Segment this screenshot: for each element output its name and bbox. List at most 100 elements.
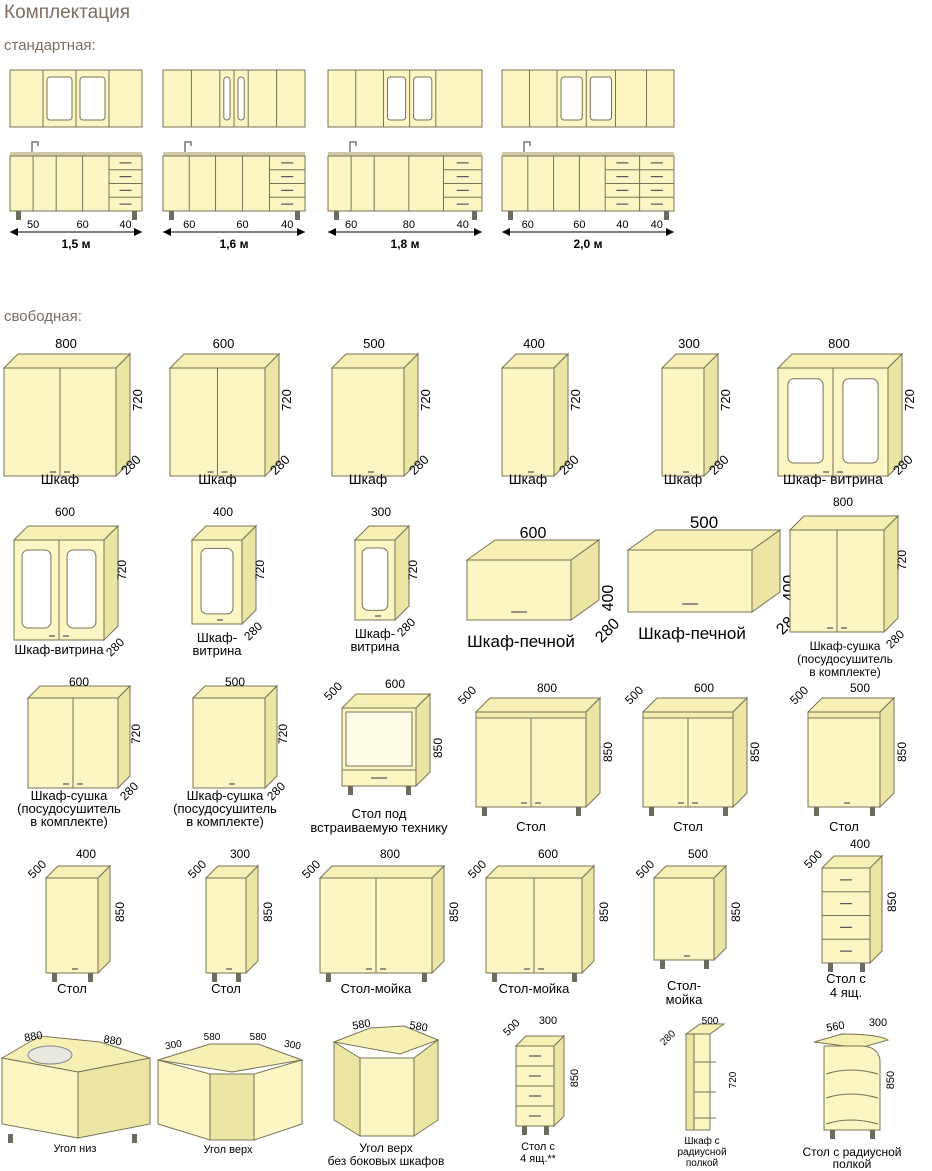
width-label: 600	[538, 847, 558, 861]
item-name: Шкаф	[509, 471, 548, 487]
cabinet-leg	[572, 973, 577, 982]
height-label: 720	[130, 389, 145, 411]
cabinet-top	[332, 1025, 440, 1055]
item-name: Шкаф-сушка	[187, 788, 265, 803]
width-label: 500	[690, 513, 718, 532]
cabinet-leg	[723, 807, 728, 816]
width-label: 500	[688, 847, 708, 861]
segment-width: 50	[27, 219, 39, 231]
cabinet-side	[333, 1041, 361, 1137]
width-label: 880	[23, 1030, 43, 1045]
glass-panel	[386, 76, 407, 121]
cabinet-leg	[52, 973, 57, 982]
arrow-left-icon	[163, 228, 171, 236]
cabinet-leg	[212, 973, 217, 982]
width-label: 800	[380, 847, 400, 861]
depth-label: 300	[164, 1039, 183, 1053]
item-name: Стол с	[521, 1141, 555, 1153]
item-name: в комплекте)	[30, 814, 108, 829]
cabinet-top	[330, 353, 420, 369]
item-name: (посудосушитель	[173, 801, 277, 816]
cabinet-side	[245, 864, 259, 975]
depth-label: 500	[622, 683, 646, 707]
item-name: Шкаф-витрина	[14, 642, 104, 657]
height-label: 850	[601, 742, 615, 762]
item-name: Шкаф	[664, 471, 703, 487]
cabinet-top	[484, 865, 596, 879]
item-name: Шкаф	[349, 471, 388, 487]
depth-label: 500	[787, 683, 811, 707]
height-label: 850	[729, 902, 743, 922]
height-label: 720	[718, 389, 733, 411]
cabinet-front	[45, 877, 99, 974]
width-label: 500	[225, 675, 245, 689]
glass-panel	[589, 76, 613, 121]
countertop	[328, 152, 482, 156]
height-label: 720	[728, 1071, 739, 1088]
cabinet-top	[157, 1043, 304, 1073]
depth-label: 280	[241, 619, 265, 643]
cabinet-leg	[704, 960, 709, 969]
cabinet-front	[331, 367, 405, 477]
set-total-length: 1,8 м	[391, 237, 420, 251]
width-label: 500	[363, 336, 385, 351]
width-label: 600	[69, 675, 89, 689]
width-label: 580	[351, 1018, 371, 1033]
segment-width: 60	[345, 219, 357, 231]
countertop	[163, 152, 305, 156]
item-name: Шкаф- витрина	[783, 471, 883, 487]
depth-label: 280	[592, 615, 623, 646]
cabinet-top	[474, 697, 602, 713]
item-name: Шкаф	[198, 471, 237, 487]
width-label: 580	[250, 1032, 267, 1043]
item-name: Шкаф-печной	[638, 624, 746, 643]
cabinet-front	[205, 877, 247, 974]
arrow-left-icon	[502, 228, 510, 236]
height-label: 720	[568, 389, 583, 411]
width-label: 880	[102, 1034, 122, 1049]
item-name: Стол	[673, 819, 703, 834]
arrow-left-icon	[328, 228, 336, 236]
cabinet-side	[431, 864, 445, 975]
height-label: 720	[895, 550, 909, 570]
cabinet-side	[415, 692, 431, 788]
cabinet-leg	[492, 973, 497, 982]
cabinet-leg	[508, 211, 513, 220]
height-label: 850	[895, 742, 909, 762]
cabinet-side	[581, 864, 595, 975]
item-name: Стол	[211, 981, 241, 996]
width-label: 800	[828, 336, 850, 351]
countertop	[10, 152, 142, 156]
free-item-r2-5: 500400280Шкаф-печной	[626, 513, 804, 643]
glass-panel	[560, 76, 583, 121]
width-label: 500	[850, 681, 870, 695]
cabinet-leg	[870, 807, 875, 816]
item-name: Стол-мойка	[499, 981, 570, 996]
section-free-label: свободная:	[4, 308, 82, 325]
cabinet-front	[192, 697, 266, 789]
item-name: Стол	[829, 819, 859, 834]
item-name: радиусной	[677, 1147, 726, 1158]
cabinet-leg	[482, 807, 487, 816]
item-name: в комплекте)	[186, 814, 264, 829]
appliance-niche	[345, 711, 413, 767]
cabinet-front	[1, 1057, 79, 1139]
segment-width: 40	[651, 219, 663, 231]
item-name: Шкаф с	[684, 1135, 719, 1147]
item-name: Шкаф	[41, 471, 80, 487]
height-label: 720	[902, 389, 917, 411]
cabinet-leg	[132, 211, 137, 220]
cabinet-side	[883, 514, 899, 634]
width-label: 600	[55, 505, 75, 519]
cabinet-leg	[870, 1130, 875, 1139]
